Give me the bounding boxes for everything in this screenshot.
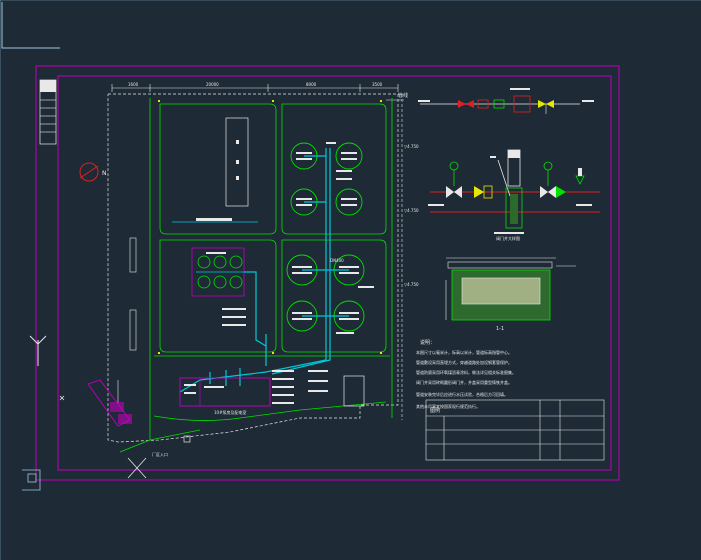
- building-upper-left: [172, 117, 258, 223]
- top-right-label: 管线: [398, 92, 408, 99]
- entrance-label: 厂区入口: [152, 452, 168, 457]
- svg-text:▽4.750: ▽4.750: [404, 144, 419, 149]
- pump-house: 10#泵房及配电室: [179, 377, 271, 415]
- main-pipeline: [179, 148, 349, 393]
- pipeline-annotations: DN400: [222, 170, 374, 404]
- note-4: 阀门井采用砖砌圆形阀门井，井盖采用重型铸铁井盖。: [416, 379, 512, 385]
- ucs-square: [27, 473, 37, 483]
- dim-label-1: 1600: [128, 82, 139, 87]
- small-building-bottom: [183, 375, 365, 443]
- section-detail: 1-1: [445, 257, 576, 332]
- valve-schematic-mid: 阀门井大样图: [428, 149, 600, 241]
- valve-schematic-top: [418, 88, 594, 114]
- outer-frame: [35, 65, 620, 481]
- pump-house-label: 10#泵房及配电室: [214, 409, 246, 415]
- note-1: 本图尺寸以毫米计，标高以米计，管道标高指管中心。: [416, 349, 512, 355]
- road-markers: [158, 100, 382, 354]
- notes-heading: 说明：: [420, 339, 435, 346]
- tank-cluster-lower-left: [191, 247, 245, 297]
- svg-text:▽4.750: ▽4.750: [404, 208, 419, 213]
- dim-label-2: 20000: [206, 82, 219, 87]
- note-3: 管道防腐采用环氧煤沥青涂料，做法详见相关标准图集。: [416, 369, 516, 375]
- dim-label-3: 8000: [306, 82, 317, 87]
- note-6: 其他未尽事宜按国家现行规范执行。: [416, 403, 480, 409]
- bottom-left-marker: [22, 469, 41, 491]
- svg-text:▽4.750: ▽4.750: [404, 282, 419, 287]
- title-block-table: [425, 399, 605, 461]
- ucs-icon: [29, 335, 47, 366]
- inner-frame: [57, 75, 612, 471]
- section-label: 1-1: [496, 326, 504, 332]
- notes-block: 说明： 本图尺寸以毫米计，标高以米计，管道标高指管中心。 管道敷设采用直埋方式，…: [416, 339, 516, 409]
- elevation-markers: ▽4.750 ▽4.750 ▽4.750: [404, 144, 419, 287]
- site-boundary: [107, 93, 399, 443]
- north-arrow: N: [79, 162, 107, 182]
- left-fence: [117, 237, 137, 404]
- table-title: 图例: [430, 407, 440, 414]
- viewport-corner-marker: [1, 2, 60, 49]
- detail-label: 阀门井大样图: [496, 235, 520, 241]
- note-2: 管道敷设采用直埋方式，穿越道路处加设钢套管保护。: [416, 359, 512, 365]
- dim-label-4: 3500: [372, 82, 383, 87]
- top-dimension: 1600 20000 8000 3500 管线: [111, 82, 408, 101]
- pipe-size-label: DN400: [330, 258, 344, 263]
- site-roads: [119, 98, 393, 453]
- left-binding-block: [39, 79, 57, 145]
- tank-labels-lower: [292, 266, 359, 320]
- note-5: 管道安装完毕后应进行水压试验，合格后方可回填。: [416, 391, 508, 397]
- gate-building: 厂区入口: [59, 379, 168, 479]
- north-label: N: [102, 170, 107, 177]
- tank-labels-upper: [296, 142, 357, 206]
